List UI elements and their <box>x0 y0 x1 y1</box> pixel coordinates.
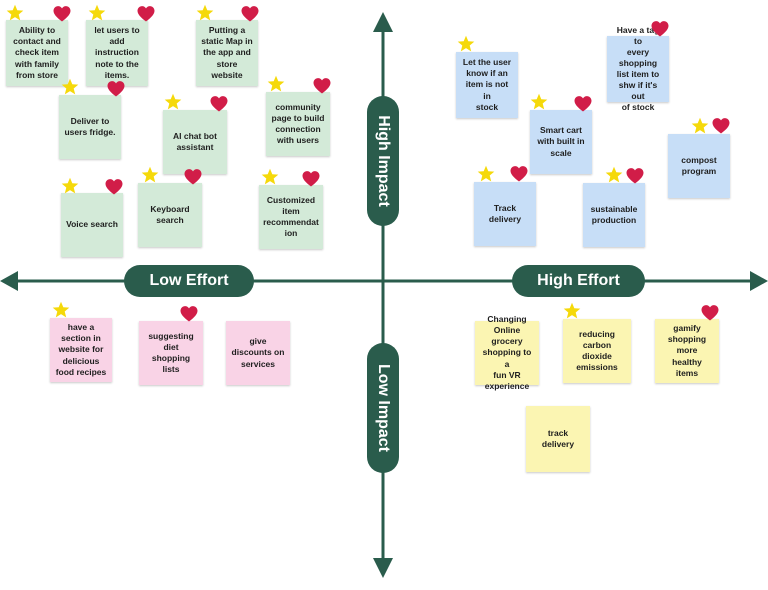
star-icon <box>141 166 159 183</box>
heart-icon <box>180 306 198 322</box>
sticky-note: sustainable production <box>583 183 645 247</box>
heart-icon <box>574 96 592 112</box>
star-icon <box>6 4 24 21</box>
sticky-note: gamify shopping more healthy items <box>655 319 719 383</box>
sticky-note: compost program <box>668 134 730 198</box>
heart-icon <box>651 21 669 37</box>
heart-icon <box>712 118 730 134</box>
heart-icon <box>701 305 719 321</box>
sticky-note: have a section in website for delicious … <box>50 318 112 382</box>
sticky-note-text: suggesting diet shopping lists <box>148 330 194 375</box>
sticky-note: track delivery <box>526 406 590 472</box>
sticky-note-text: Putting a static Map in the app and stor… <box>201 25 253 80</box>
sticky-note: suggesting diet shopping lists <box>139 321 203 385</box>
sticky-note-text: gamify shopping more healthy items <box>667 323 707 378</box>
low-impact-label: Low Impact <box>367 343 399 473</box>
heart-icon <box>53 6 71 22</box>
sticky-note-text: Deliver to users fridge. <box>64 115 116 137</box>
sticky-note-text: compost program <box>681 154 717 176</box>
sticky-note-text: sustainable production <box>590 203 638 225</box>
sticky-note: give discounts on services <box>226 321 290 385</box>
star-icon <box>563 302 581 319</box>
sticky-note: Customized item recommendat ion <box>259 185 323 249</box>
sticky-note-text: Let the user know if an item is not in s… <box>462 57 512 112</box>
arrow-right-icon <box>750 271 768 291</box>
star-icon <box>88 4 106 21</box>
arrow-left-icon <box>0 271 18 291</box>
sticky-note: community page to build connection with … <box>266 92 330 156</box>
sticky-note: Changing Online grocery shopping to a fu… <box>475 314 539 391</box>
heart-icon <box>137 6 155 22</box>
sticky-note: reducing carbon dioxide emissions <box>563 319 631 383</box>
sticky-note: Keyboard search <box>138 183 202 247</box>
sticky-note-text: Ability to contact and check item with f… <box>13 25 61 80</box>
sticky-note: AI chat bot assistant <box>163 110 227 174</box>
sticky-note-text: track delivery <box>541 427 575 449</box>
star-icon <box>530 93 548 110</box>
sticky-note: Ability to contact and check item with f… <box>6 20 68 86</box>
sticky-note-text: give discounts on services <box>231 336 285 369</box>
heart-icon <box>184 169 202 185</box>
sticky-note-text: community page to build connection with … <box>271 101 325 146</box>
sticky-note: let users to add instruction note to the… <box>86 20 148 86</box>
high-impact-text: High Impact <box>375 115 392 207</box>
heart-icon <box>210 96 228 112</box>
heart-icon <box>105 179 123 195</box>
sticky-note-text: AI chat bot assistant <box>173 130 217 152</box>
heart-icon <box>241 6 259 22</box>
star-icon <box>261 168 279 185</box>
star-icon <box>52 301 70 318</box>
low-effort-text: Low Effort <box>149 272 229 289</box>
sticky-note-text: let users to add instruction note to the… <box>94 25 140 80</box>
arrow-down-icon <box>373 558 393 578</box>
heart-icon <box>313 78 331 94</box>
sticky-note: Let the user know if an item is not in s… <box>456 52 518 118</box>
sticky-note-text: Have a tag to every shopping list item t… <box>616 24 660 113</box>
star-icon <box>196 4 214 21</box>
low-effort-label: Low Effort <box>124 265 254 297</box>
sticky-note-text: reducing carbon dioxide emissions <box>576 328 618 373</box>
star-icon <box>477 165 495 182</box>
heart-icon <box>302 171 320 187</box>
arrow-up-icon <box>373 12 393 32</box>
sticky-note-text: Track delivery <box>488 202 522 224</box>
star-icon <box>457 35 475 52</box>
sticky-note-text: Customized item recommendat ion <box>263 194 319 239</box>
heart-icon <box>107 81 125 97</box>
star-icon <box>691 117 709 134</box>
star-icon <box>61 177 79 194</box>
high-effort-label: High Effort <box>512 265 645 297</box>
heart-icon <box>626 168 644 184</box>
sticky-note-text: have a section in website for delicious … <box>55 322 107 377</box>
star-icon <box>164 93 182 110</box>
sticky-note-text: Keyboard search <box>150 203 190 225</box>
sticky-note: Voice search <box>61 193 123 257</box>
star-icon <box>605 166 623 183</box>
sticky-note-text: Changing Online grocery shopping to a fu… <box>482 314 532 391</box>
sticky-note: Putting a static Map in the app and stor… <box>196 20 258 86</box>
sticky-note: Have a tag to every shopping list item t… <box>607 25 669 112</box>
low-impact-text: Low Impact <box>375 363 393 453</box>
heart-icon <box>510 166 528 182</box>
sticky-note-text: Voice search <box>66 219 118 230</box>
sticky-note: Track delivery <box>474 182 536 246</box>
star-icon <box>267 75 285 92</box>
sticky-note-text: Smart cart with built in scale <box>537 125 585 158</box>
high-impact-label: High Impact <box>367 96 399 226</box>
sticky-note: Deliver to users fridge. <box>59 95 121 159</box>
sticky-note: Smart cart with built in scale <box>530 110 592 174</box>
star-icon <box>61 78 79 95</box>
high-effort-text: High Effort <box>537 272 620 289</box>
